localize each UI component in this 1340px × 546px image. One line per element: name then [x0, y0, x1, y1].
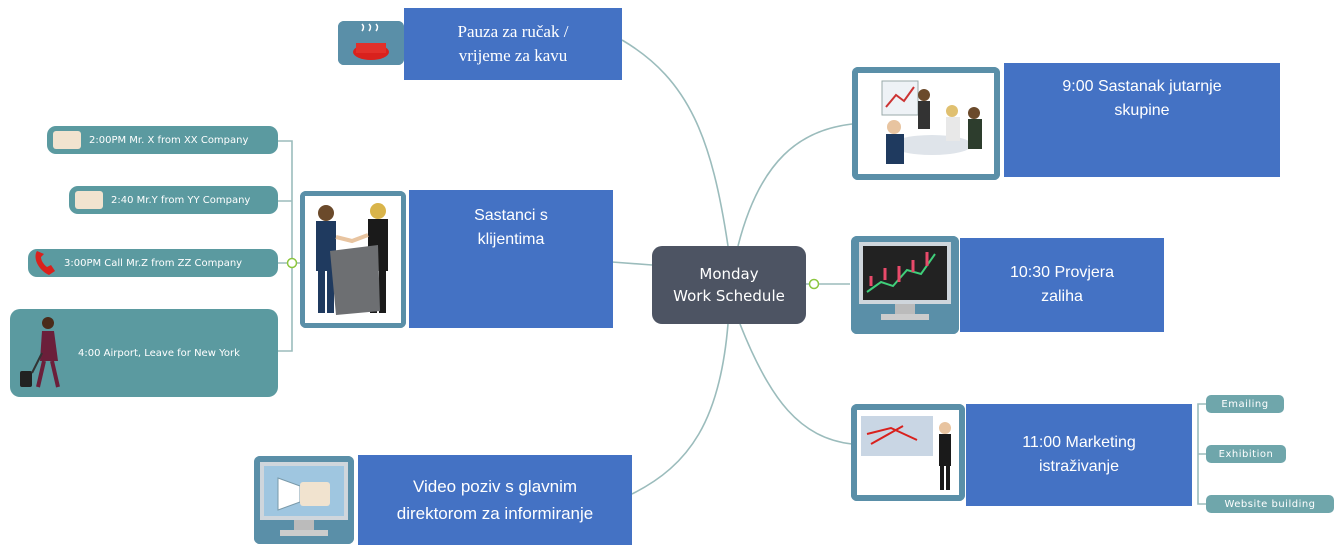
marketing-task-website[interactable]: Website building	[1206, 495, 1334, 513]
video-call-monitor-icon	[254, 456, 354, 544]
marketing-task-exhibition[interactable]: Exhibition	[1206, 445, 1286, 463]
connector-clients	[611, 261, 653, 266]
client-meeting-label: 2:00PM Mr. X from XX Company	[89, 134, 249, 146]
topic-stock-check[interactable]: 10:30 Provjera zaliha	[960, 238, 1164, 332]
marketing-task-label: Exhibition	[1218, 448, 1274, 460]
marketing-task-emailing[interactable]: Emailing	[1206, 395, 1284, 413]
business-handshake-icon	[300, 191, 406, 328]
topic-lunch-label: Pauza za ručak / vrijeme za kavu	[457, 22, 569, 65]
client-meeting-item[interactable]: 2:00PM Mr. X from XX Company	[47, 126, 278, 154]
connector-lunch	[621, 39, 729, 247]
connector-marketing	[739, 323, 853, 445]
marketing-task-label: Emailing	[1221, 398, 1269, 410]
phone-icon	[31, 247, 61, 279]
topic-stock-check-label: 10:30 Provjera zaliha	[1009, 264, 1115, 305]
bracket-marketing	[1197, 403, 1206, 505]
marketing-task-label: Website building	[1224, 498, 1316, 510]
topic-marketing[interactable]: 11:00 Marketing istraživanje	[966, 404, 1192, 506]
topic-morning-meeting[interactable]: 9:00 Sastanak jutarnje skupine	[1004, 63, 1280, 177]
bracket-clients	[278, 140, 300, 352]
client-meeting-item[interactable]: 4:00 Airport, Leave for New York	[10, 309, 278, 397]
topic-marketing-label: 11:00 Marketing istraživanje	[1022, 434, 1136, 475]
client-meeting-label: 2:40 Mr.Y from YY Company	[111, 194, 251, 206]
topic-client-meetings-label: Sastanci s klijentima	[474, 207, 548, 248]
stock-monitor-icon	[851, 236, 959, 334]
handshake-icon	[75, 191, 103, 209]
client-meeting-item[interactable]: 2:40 Mr.Y from YY Company	[69, 186, 278, 214]
topic-morning-meeting-label: 9:00 Sastanak jutarnje skupine	[1062, 78, 1222, 119]
coffee-cup-icon	[338, 21, 404, 65]
topic-client-meetings[interactable]: Sastanci s klijentima	[409, 190, 613, 328]
handshake-icon	[53, 131, 81, 149]
topic-video-call[interactable]: Video poziv s glavnim direktorom za info…	[358, 455, 632, 545]
connector-video	[631, 323, 729, 495]
client-meeting-label: 4:00 Airport, Leave for New York	[78, 347, 240, 359]
connector-morning	[737, 123, 853, 247]
meeting-people-icon	[852, 67, 1000, 180]
client-meeting-item[interactable]: 3:00PM Call Mr.Z from ZZ Company	[28, 249, 278, 277]
central-topic[interactable]: Monday Work Schedule	[652, 246, 806, 324]
topic-video-call-label: Video poziv s glavnim direktorom za info…	[396, 477, 594, 523]
presentation-map-icon	[851, 404, 965, 501]
topic-lunch[interactable]: Pauza za ručak / vrijeme za kavu	[404, 8, 622, 80]
traveler-icon	[14, 313, 74, 393]
client-meeting-label: 3:00PM Call Mr.Z from ZZ Company	[64, 257, 243, 269]
central-topic-label: Monday Work Schedule	[673, 265, 785, 305]
